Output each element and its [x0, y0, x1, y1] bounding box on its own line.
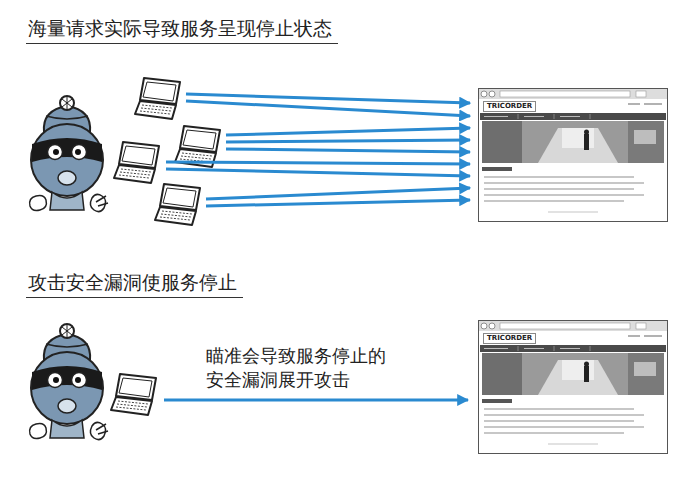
site-logo-text: TRICORDER	[483, 333, 536, 344]
browser-window: TRICORDER	[478, 88, 668, 222]
laptop-icon	[111, 78, 220, 415]
arrow-label: 瞄准会导致服务停止的 安全漏洞展开攻击	[206, 344, 398, 392]
attacker-figure	[30, 96, 108, 440]
section-heading: 攻击安全漏洞使服务停止	[26, 270, 243, 298]
site-logo-text: TRICORDER	[483, 101, 536, 112]
attack-arrow	[164, 400, 468, 401]
section-heading: 海量请求实际导致服务呈现停止状态	[26, 16, 338, 44]
request-arrows	[166, 94, 470, 206]
browser-window: TRICORDER	[478, 320, 668, 454]
